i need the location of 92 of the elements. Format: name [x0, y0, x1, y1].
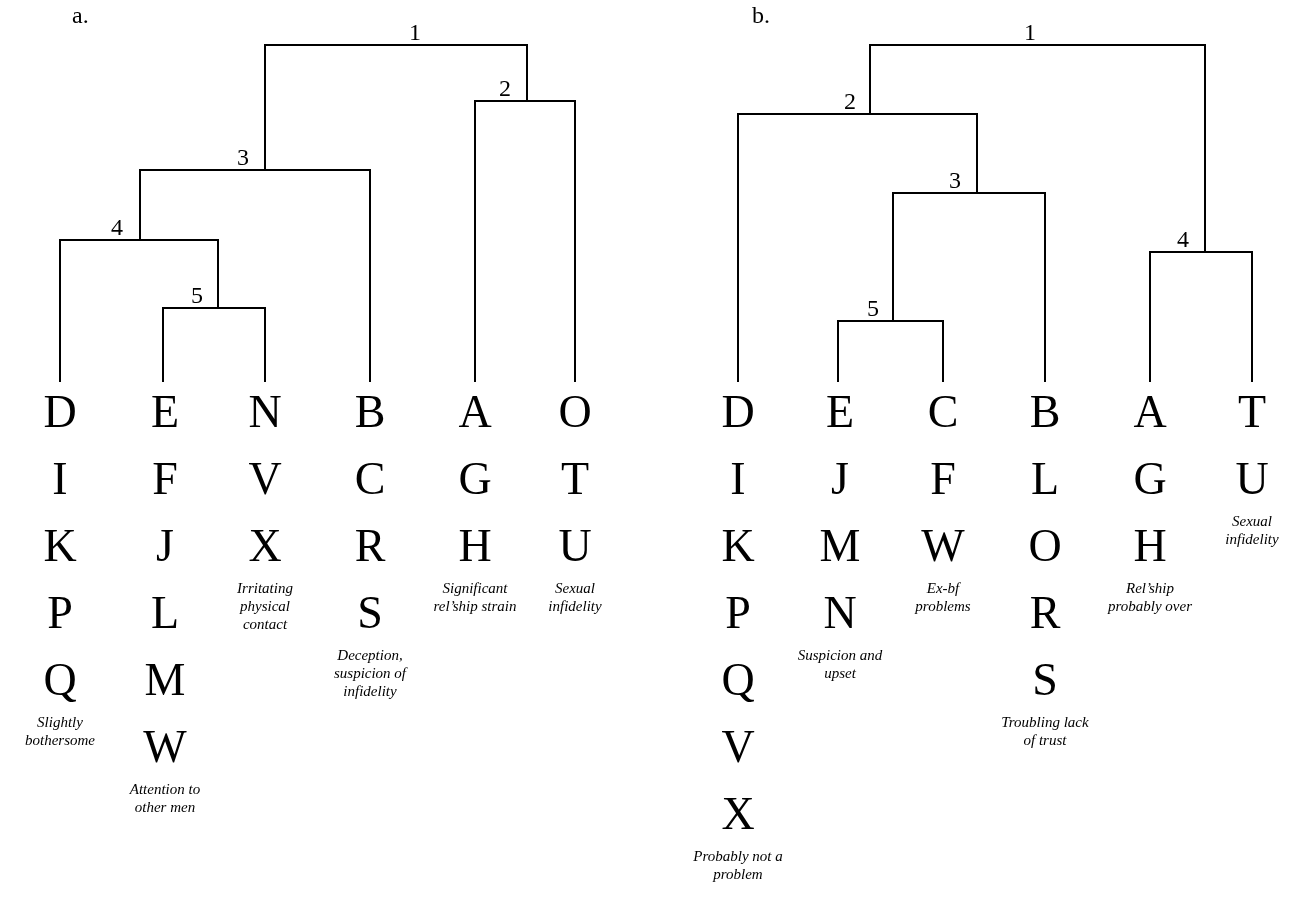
item-letter: S [1031, 653, 1059, 707]
dendrogram-line [869, 43, 871, 114]
cluster-caption: Sexual infidelity [1224, 512, 1280, 548]
cluster-number: 1 [1024, 20, 1036, 44]
item-letter: L [1029, 452, 1061, 506]
dendrogram-line [1149, 250, 1151, 383]
cluster-caption: Ex-bf problems [913, 579, 972, 615]
cluster-number: 3 [237, 145, 249, 169]
item-letter: M [143, 653, 187, 707]
item-letter: V [247, 452, 283, 506]
dendrogram-line [737, 112, 739, 383]
item-letter: I [729, 452, 747, 506]
cluster-caption: Suspicion and upset [796, 646, 884, 682]
item-letter: S [356, 586, 384, 640]
cluster-number: 2 [844, 89, 856, 113]
item-letter: G [1132, 452, 1168, 506]
item-letter: U [557, 519, 593, 573]
cluster-number: 4 [1177, 227, 1189, 251]
dendrogram-line [574, 99, 576, 383]
dendrogram-line [264, 306, 266, 383]
dendrogram-line [892, 191, 894, 321]
item-letter: R [353, 519, 387, 573]
cluster-caption: Significant rel’ship strain [432, 579, 518, 615]
item-letter: W [920, 519, 966, 573]
dendrogram-line [1044, 191, 1046, 383]
dendrogram-line [837, 319, 839, 383]
item-letter: M [818, 519, 862, 573]
item-letter: G [457, 452, 493, 506]
item-letter: P [46, 586, 74, 640]
item-letter: N [247, 385, 283, 439]
panel-label: a. [72, 2, 89, 29]
dendrogram-line [162, 306, 164, 383]
cluster-number: 5 [867, 296, 879, 320]
cluster-caption: Attention to other men [128, 780, 202, 816]
cluster-number: 1 [409, 20, 421, 44]
cluster-caption: Probably not a problem [693, 847, 783, 883]
item-letter: A [1132, 385, 1168, 439]
item-letter: L [149, 586, 181, 640]
item-letter: O [557, 385, 593, 439]
item-letter: D [720, 385, 756, 439]
item-letter: B [353, 385, 387, 439]
item-letter: X [720, 787, 756, 841]
item-letter: Q [42, 653, 78, 707]
item-letter: F [929, 452, 957, 506]
item-letter: K [42, 519, 78, 573]
item-letter: D [42, 385, 78, 439]
item-letter: F [151, 452, 179, 506]
item-letter: B [1028, 385, 1062, 439]
item-letter: T [1236, 385, 1268, 439]
cluster-number: 3 [949, 168, 961, 192]
item-letter: O [1027, 519, 1063, 573]
item-letter: E [149, 385, 181, 439]
item-letter: W [142, 720, 188, 774]
cluster-caption: Sexual infidelity [547, 579, 603, 615]
cluster-number: 4 [111, 215, 123, 239]
item-letter: R [1028, 586, 1062, 640]
cluster-number: 2 [499, 76, 511, 100]
cluster-number: 5 [191, 283, 203, 307]
item-letter: X [247, 519, 283, 573]
item-letter: P [724, 586, 752, 640]
cluster-caption: Troubling lack of trust [1000, 713, 1090, 749]
panel-label: b. [752, 2, 770, 29]
item-letter: T [559, 452, 591, 506]
item-letter: E [824, 385, 856, 439]
dendrogram-line [976, 112, 978, 193]
cluster-caption: Deception, suspicion of infidelity [332, 646, 409, 700]
dendrogram-line [369, 168, 371, 383]
dendrogram-line [59, 238, 61, 383]
dendrogram-line [1204, 43, 1206, 252]
cluster-caption: Rel’ship probably over [1106, 579, 1193, 615]
item-letter: Q [720, 653, 756, 707]
dendrogram-line [217, 238, 219, 308]
item-letter: J [155, 519, 175, 573]
item-letter: J [830, 452, 850, 506]
item-letter: K [720, 519, 756, 573]
item-letter: C [353, 452, 387, 506]
cluster-caption: Irritating physical contact [236, 579, 294, 633]
item-letter: C [926, 385, 960, 439]
dendrogram-line [474, 99, 476, 383]
item-letter: N [822, 586, 858, 640]
item-letter: V [720, 720, 756, 774]
dendrogram-line [139, 168, 141, 240]
item-letter: A [457, 385, 493, 439]
item-letter: I [51, 452, 69, 506]
dendrogram-line [264, 43, 266, 170]
item-letter: H [457, 519, 493, 573]
dendrogram-line [526, 43, 528, 101]
dendrogram-line [942, 319, 944, 383]
item-letter: U [1234, 452, 1270, 506]
dendrogram-line [1251, 250, 1253, 383]
cluster-caption: Slightly bothersome [24, 713, 96, 749]
item-letter: H [1132, 519, 1168, 573]
